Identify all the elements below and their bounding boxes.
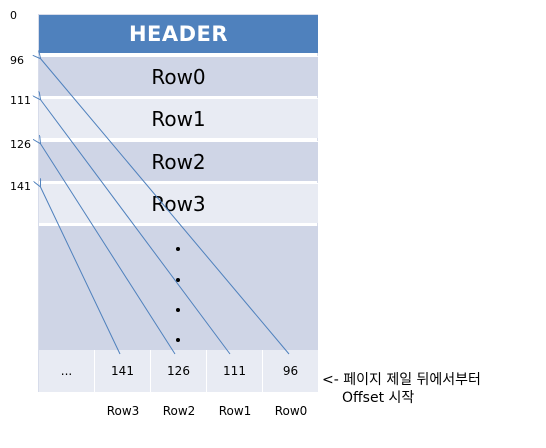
offset-label-0: 0 (10, 9, 17, 22)
row-3: Row3 (39, 183, 318, 223)
row-1: Row1 (39, 98, 318, 138)
slot-array: ... 141 126 111 96 (39, 350, 318, 392)
offset-label-141: 141 (10, 180, 31, 193)
ellipsis-dot (176, 308, 180, 312)
slot-96: 96 (262, 350, 318, 392)
ellipsis-dot (176, 247, 180, 251)
slot-126: 126 (150, 350, 206, 392)
slot-111: 111 (206, 350, 262, 392)
offset-label-96: 96 (10, 54, 24, 67)
row-2: Row2 (39, 141, 318, 181)
ellipsis-dot (176, 278, 180, 282)
free-space (39, 226, 318, 350)
slot-row-label-row3: Row3 (106, 404, 140, 418)
slot-141: 141 (94, 350, 150, 392)
offset-label-126: 126 (10, 138, 31, 151)
page-header: HEADER (39, 15, 318, 53)
offset-label-111: 111 (10, 94, 31, 107)
note-line-1: <- 페이지 제일 뒤에서부터 (322, 372, 481, 388)
slot-row-label-row0: Row0 (274, 404, 308, 418)
note-line-2: Offset 시작 (342, 390, 415, 406)
slot-row-label-row2: Row2 (162, 404, 196, 418)
ellipsis-dot (176, 338, 180, 342)
slot-ellipsis: ... (60, 364, 73, 378)
row-0: Row0 (39, 56, 318, 96)
slot-row-label-row1: Row1 (218, 404, 252, 418)
